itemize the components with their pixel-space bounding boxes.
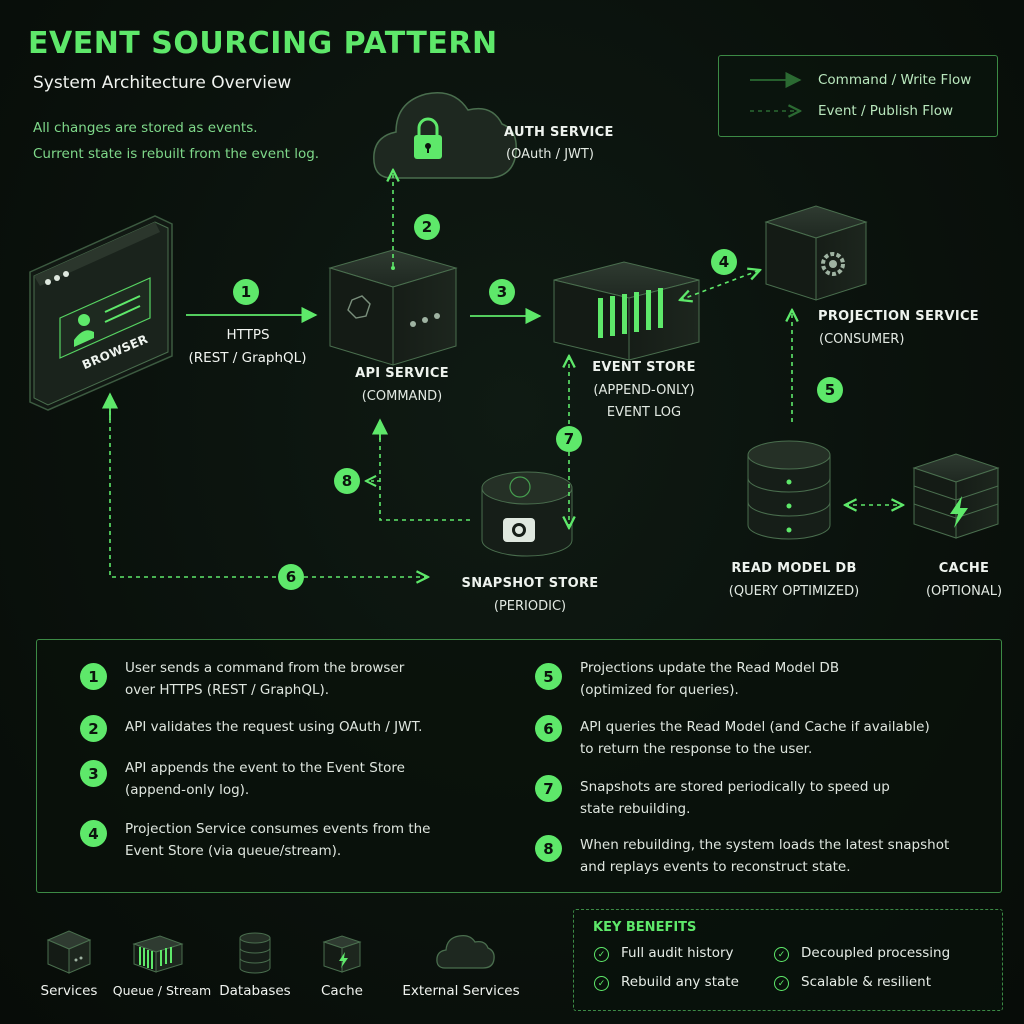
external-services-legend-icon	[436, 934, 495, 969]
https-label: HTTPS	[226, 327, 270, 343]
step-4-badge: 4	[80, 820, 107, 847]
step-7-text: Snapshots are stored periodically to spe…	[580, 779, 890, 817]
https-sub-label: (REST / GraphQL)	[188, 350, 307, 366]
step-2-text: API validates the request using OAuth / …	[125, 719, 423, 735]
auth-cloud-icon	[373, 92, 517, 179]
badge-6: 6	[278, 564, 304, 590]
badge-2: 2	[414, 214, 440, 240]
cache-icon	[912, 453, 1000, 539]
projection-service-cube	[764, 205, 868, 301]
services-legend-icon	[46, 930, 92, 974]
badge-3: 3	[489, 279, 515, 305]
check-icon: ✓	[774, 976, 789, 991]
page-title: EVENT SOURCING PATTERN	[28, 26, 498, 61]
auth-service-label: AUTH SERVICE	[504, 125, 614, 140]
step-4-text: Projection Service consumes events from …	[125, 821, 431, 859]
check-icon: ✓	[594, 976, 609, 991]
event-store-sub2: EVENT LOG	[606, 405, 682, 420]
flow-browser-loop	[109, 395, 428, 577]
badge-1: 1	[233, 279, 259, 305]
auth-service-sub: (OAuth / JWT)	[506, 147, 594, 162]
legend-queue-label: Queue / Stream	[112, 983, 212, 998]
check-icon: ✓	[594, 947, 609, 962]
legend-services-label: Services	[40, 983, 98, 999]
read-model-label: READ MODEL DB	[731, 561, 857, 576]
step-7-badge: 7	[535, 775, 562, 802]
legend-cache-label: Cache	[321, 983, 363, 999]
step-5-text: Projections update the Read Model DB(opt…	[580, 660, 840, 698]
key-benefits-panel	[573, 909, 1003, 1011]
badge-5: 5	[817, 377, 843, 403]
step-5-badge: 5	[535, 663, 562, 690]
browser-icon	[29, 215, 173, 411]
cache-sub: (OPTIONAL)	[925, 584, 1003, 599]
step-8-text: When rebuilding, the system loads the la…	[580, 837, 950, 875]
intro-line-2: Current state is rebuilt from the event …	[33, 146, 320, 162]
page-subtitle: System Architecture Overview	[33, 73, 292, 93]
step-6-badge: 6	[535, 715, 562, 742]
step-8-badge: 8	[535, 835, 562, 862]
step-3-badge: 3	[80, 760, 107, 787]
intro-line-1: All changes are stored as events.	[33, 120, 258, 136]
projection-service-label: PROJECTION SERVICE	[818, 309, 979, 324]
steps-panel	[36, 639, 1002, 893]
event-store-label: EVENT STORE	[592, 360, 696, 375]
snapshot-store-label: SNAPSHOT STORE	[461, 576, 599, 591]
flow-legend	[718, 55, 998, 137]
read-model-sub: (QUERY OPTIMIZED)	[728, 584, 860, 599]
benefit-decoupled: Decoupled processing	[801, 945, 951, 961]
step-2-badge: 2	[80, 715, 107, 742]
step-3-text: API appends the event to the Event Store…	[125, 760, 405, 798]
legend-databases-label: Databases	[219, 983, 291, 999]
legend-event-label: Event / Publish Flow	[818, 103, 954, 119]
projection-service-sub: (CONSUMER)	[819, 332, 905, 347]
snapshot-store-sub: (PERIODIC)	[493, 599, 567, 614]
badge-7: 7	[556, 426, 582, 452]
legend-external-label: External Services	[402, 983, 520, 999]
event-store-sub1: (APPEND-ONLY)	[593, 383, 695, 398]
flow-snapshot-to-api	[379, 436, 470, 521]
read-model-db-icon	[747, 440, 831, 540]
badge-8: 8	[334, 468, 360, 494]
flow-event-store-projection	[680, 270, 760, 300]
check-icon: ✓	[774, 947, 789, 962]
cache-legend-icon	[322, 935, 362, 973]
api-service-cube	[328, 249, 458, 366]
step-1-badge: 1	[80, 663, 107, 690]
cache-label: CACHE	[938, 561, 990, 576]
benefit-rebuild: Rebuild any state	[621, 974, 739, 990]
badge-4: 4	[711, 249, 737, 275]
snapshot-store-cylinder	[481, 471, 573, 557]
api-service-sub: (COMMAND)	[361, 389, 443, 404]
benefit-audit: Full audit history	[621, 945, 734, 961]
key-benefits-title: KEY BENEFITS	[593, 920, 697, 935]
benefit-scalable: Scalable & resilient	[801, 974, 932, 990]
legend-command-label: Command / Write Flow	[818, 72, 972, 88]
event-store-box	[553, 261, 700, 361]
queue-legend-icon	[132, 935, 184, 973]
databases-legend-icon	[239, 932, 271, 974]
step-6-text: API queries the Read Model (and Cache if…	[580, 719, 930, 757]
api-service-label: API SERVICE	[355, 366, 449, 381]
